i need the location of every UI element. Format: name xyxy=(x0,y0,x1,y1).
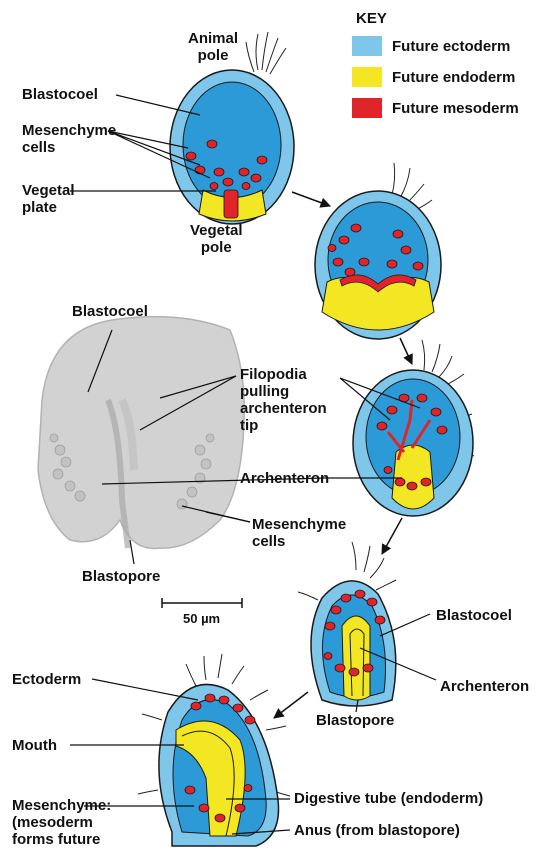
label-vegetal-plate: Vegetal plate xyxy=(22,182,75,216)
label-mouth: Mouth xyxy=(12,737,57,754)
label-blastocoel-2: Blastocoel xyxy=(436,607,512,624)
key-label-mesoderm: Future mesoderm xyxy=(392,100,519,117)
key-swatch-mesoderm xyxy=(352,98,382,118)
label-mesenchyme-mesoderm: Mesenchyme: (mesoderm forms future xyxy=(12,797,111,848)
key-title: KEY xyxy=(356,10,387,27)
key-label-endoderm: Future endoderm xyxy=(392,69,515,86)
cilia-stage-1 xyxy=(246,32,286,74)
embryo-stage-5 xyxy=(138,654,290,846)
key-item-endoderm: Future endoderm xyxy=(352,67,515,87)
embryo-stage-3 xyxy=(353,340,474,516)
key-swatch-ectoderm xyxy=(352,36,382,56)
key-label-ectoderm: Future ectoderm xyxy=(392,38,510,55)
label-blastopore-2: Blastopore xyxy=(316,712,394,729)
label-filopodia: Filopodia pulling archenteron tip xyxy=(240,366,327,434)
scale-bar xyxy=(162,598,242,608)
label-anus: Anus (from blastopore) xyxy=(294,822,460,839)
label-mesenchyme-cells-1: Mesenchyme cells xyxy=(22,122,116,156)
label-blastopore-1: Blastopore xyxy=(82,568,160,585)
embryo-stage-4 xyxy=(298,542,396,706)
label-archenteron-2: Archenteron xyxy=(440,678,529,695)
label-blastocoel-1: Blastocoel xyxy=(22,86,98,103)
scale-bar-label: 50 µm xyxy=(183,610,220,627)
label-digestive-tube: Digestive tube (endoderm) xyxy=(294,790,483,807)
label-vegetal-pole: Vegetal pole xyxy=(190,222,243,256)
label-blastocoel-photo: Blastocoel xyxy=(72,303,148,320)
key-swatch-endoderm xyxy=(352,67,382,87)
vegetal-plate-mesoderm xyxy=(224,190,238,218)
key-item-ectoderm: Future ectoderm xyxy=(352,36,510,56)
label-archenteron-1: Archenteron xyxy=(240,470,329,487)
blastocoel-cavity-1 xyxy=(183,82,281,208)
label-mesenchyme-cells-2: Mesenchyme cells xyxy=(252,516,346,550)
label-ectoderm: Ectoderm xyxy=(12,671,81,688)
label-animal-pole: Animal pole xyxy=(188,30,238,64)
key-item-mesoderm: Future mesoderm xyxy=(352,98,519,118)
embryo-stage-2 xyxy=(315,163,441,339)
